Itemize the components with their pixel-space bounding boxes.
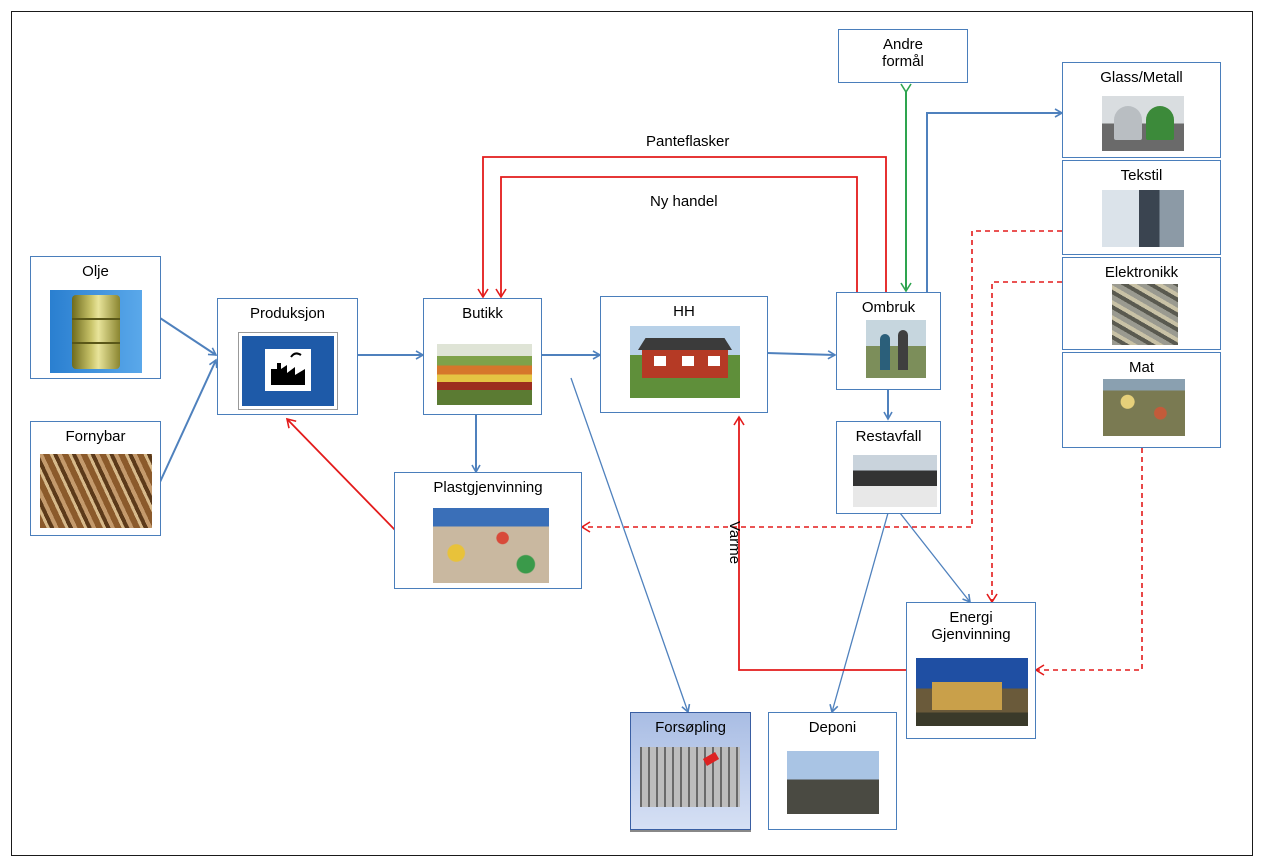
node-olje: Olje [30,256,161,379]
node-restavfall: Restavfall [836,421,941,514]
incineration-plant-photo [916,658,1028,726]
node-label: Glass/Metall [1100,69,1183,86]
node-label: Butikk [462,305,503,322]
arrow-ny-handel [495,176,858,299]
plastic-waste-photo [433,508,549,583]
factory-sign-icon [238,332,338,410]
node-ombruk: Ombruk [836,292,941,390]
edge-label-varme: Varme [726,521,743,565]
node-label: HH [673,303,695,320]
node-produksjon: Produksjon [217,298,358,415]
arrow-hh-ombruk [766,350,837,360]
node-label: Plastgjenvinning [433,479,543,496]
node-glass-metall: Glass/Metall [1062,62,1221,158]
node-butikk: Butikk [423,298,542,415]
node-plastgjenvinning: Plastgjenvinning [394,472,582,589]
node-energi-gjenvinning: Energi Gjenvinning [906,602,1036,739]
arrow-varme [733,415,906,671]
arrow-olje-produksjon [159,317,218,356]
textile-container-photo [1102,190,1184,247]
node-deponi: Deponi [768,712,897,830]
food-waste-photo [1103,379,1185,436]
sugarcane-photo [40,454,152,528]
arrow-ombruk-glass [926,108,1064,292]
node-label: Andre formål [882,36,924,70]
node-label: Olje [82,263,109,280]
node-label: Restavfall [855,428,922,445]
arrow-plast-produksjon [285,417,396,531]
node-label: Fornybar [65,428,126,445]
node-fornybar: Fornybar [30,421,161,536]
electronics-photo [1112,284,1178,345]
node-mat: Mat [1062,352,1221,448]
node-forsopling: Forsøpling [630,712,751,830]
arrow-fornybar-produksjon [159,358,218,483]
edge-label-panteflasker: Panteflasker [646,133,730,150]
node-hh: HH [600,296,768,413]
node-andre-formal: Andre formål [838,29,968,83]
oil-barrel-photo [50,290,142,373]
store-photo [437,344,532,405]
house-photo [630,326,740,398]
recycling-bins-photo [1102,96,1184,151]
litter-photo [640,747,740,807]
arrow-tekstil-plast [580,230,1062,533]
node-elektronikk: Elektronikk [1062,257,1221,350]
node-label: Elektronikk [1104,264,1179,281]
node-label: Forsøpling [655,719,726,736]
node-label: Mat [1128,359,1154,376]
node-label: Deponi [808,719,857,736]
node-label: Produksjon [249,305,326,322]
node-label: Tekstil [1120,167,1163,184]
arrow-restavfall-deponi [829,512,889,714]
arrow-elektronikk-energi [986,281,1062,604]
node-label: Energi Gjenvinning [931,609,1011,643]
arrow-mat-energi [1034,448,1143,676]
arrow-butikk-forsopling [570,377,691,714]
arrow-restavfall-energi [899,512,971,604]
edge-label-ny-handel: Ny handel [650,193,718,210]
people-photo [866,320,926,378]
arrow-panteflasker [477,156,887,299]
node-label: Ombruk [861,299,916,316]
node-tekstil: Tekstil [1062,160,1221,255]
residual-waste-photo [853,455,937,507]
landfill-photo [787,751,879,814]
